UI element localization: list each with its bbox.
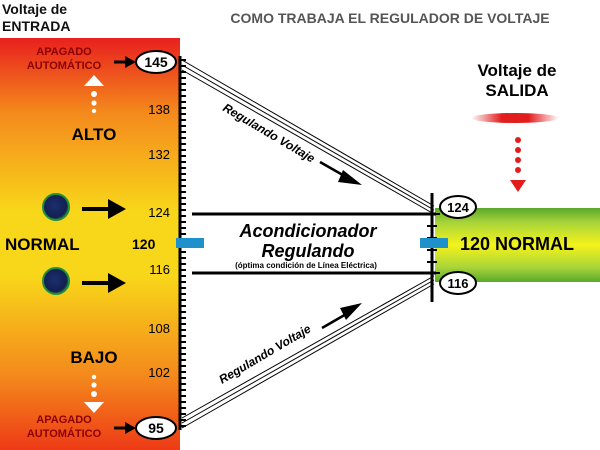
low-cutoff-value: 95 (148, 420, 164, 436)
output-arrow-dot (515, 137, 521, 143)
output-lower-value: 116 (448, 276, 469, 291)
output-lower-bubble (439, 271, 477, 295)
output-down-arrowhead (510, 180, 526, 192)
output-normal-label: 120 NORMAL (460, 234, 574, 254)
high-up-arrow-dot (91, 108, 97, 114)
lower-funnel-line (181, 283, 435, 429)
upper-band-indicator-dot (42, 193, 70, 221)
zone-normal-label: NORMAL (5, 235, 80, 254)
output-arrow-dot (515, 167, 521, 173)
output-upper-bubble (439, 195, 477, 219)
input-label-line2: ENTRADA (2, 18, 70, 34)
conditioner-note: (óptima condición de Línea Eléctrica) (235, 261, 377, 270)
high-shutdown-arrowhead (125, 56, 136, 68)
scale-label-upper: 124 (148, 205, 170, 220)
zone-high-label: ALTO (72, 125, 117, 144)
lower-regulating-arrowhead (340, 303, 362, 320)
high-shutdown-label-line2: AUTOMÁTICO (27, 59, 102, 72)
high-up-arrow-dot (91, 100, 97, 106)
low-down-arrowhead (84, 402, 104, 413)
lower-band-indicator-dot (42, 267, 70, 295)
scale-label-high-2: 132 (148, 147, 170, 162)
output-red-brush-mark (471, 113, 559, 123)
upper-funnel-line (181, 59, 435, 207)
low-shutdown-label-line2: AUTOMÁTICO (27, 427, 102, 440)
voltage-scale-ticks: 138 132 124 116 108 102 (148, 59, 186, 427)
input-nominal-value: 120 (132, 236, 156, 252)
output-nominal-marker (420, 238, 448, 248)
upper-funnel-line (181, 64, 435, 211)
upper-band-arrowhead (108, 199, 126, 219)
scale-label-high-1: 138 (148, 102, 170, 117)
output-label-line2: SALIDA (485, 81, 548, 100)
input-nominal-marker (176, 238, 204, 248)
scale-label-lower: 116 (149, 262, 170, 277)
output-voltage-band (435, 208, 600, 282)
lower-funnel-line (181, 279, 435, 424)
low-shutdown-arrowhead (125, 422, 136, 434)
scale-label-low-2: 102 (148, 365, 170, 380)
high-cutoff-value: 145 (144, 54, 168, 70)
input-label-line1: Voltaje de (2, 1, 67, 17)
low-down-arrow-dot (91, 382, 97, 388)
diagram-title: COMO TRABAJA EL REGULADOR DE VOLTAJE (230, 10, 549, 26)
zone-low-label: BAJO (70, 348, 117, 367)
output-arrow-dot (515, 147, 521, 153)
input-voltage-gradient-panel (0, 38, 180, 450)
lower-funnel-line (181, 275, 435, 419)
lower-band-arrowhead (108, 273, 126, 293)
low-down-arrow-dot (91, 374, 97, 380)
conditioner-label-line2: Regulando (262, 241, 355, 261)
lower-regulating-arrow-shaft (321, 311, 349, 330)
scale-label-low-1: 108 (148, 321, 170, 336)
lower-regulating-label: Regulando Voltaje (216, 321, 313, 386)
high-up-arrow-dot (91, 91, 97, 97)
upper-regulating-arrowhead (338, 170, 362, 185)
output-label-line1: Voltaje de (477, 61, 556, 80)
low-shutdown-label-line1: APAGADO (36, 414, 92, 426)
low-down-arrow-dot (91, 391, 97, 397)
output-arrow-dot (515, 157, 521, 163)
high-shutdown-label-line1: APAGADO (36, 46, 92, 58)
upper-funnel-line (181, 69, 435, 215)
high-up-arrowhead (84, 75, 104, 86)
conditioner-label-line1: Acondicionador (238, 221, 377, 241)
output-upper-value: 124 (447, 200, 469, 215)
